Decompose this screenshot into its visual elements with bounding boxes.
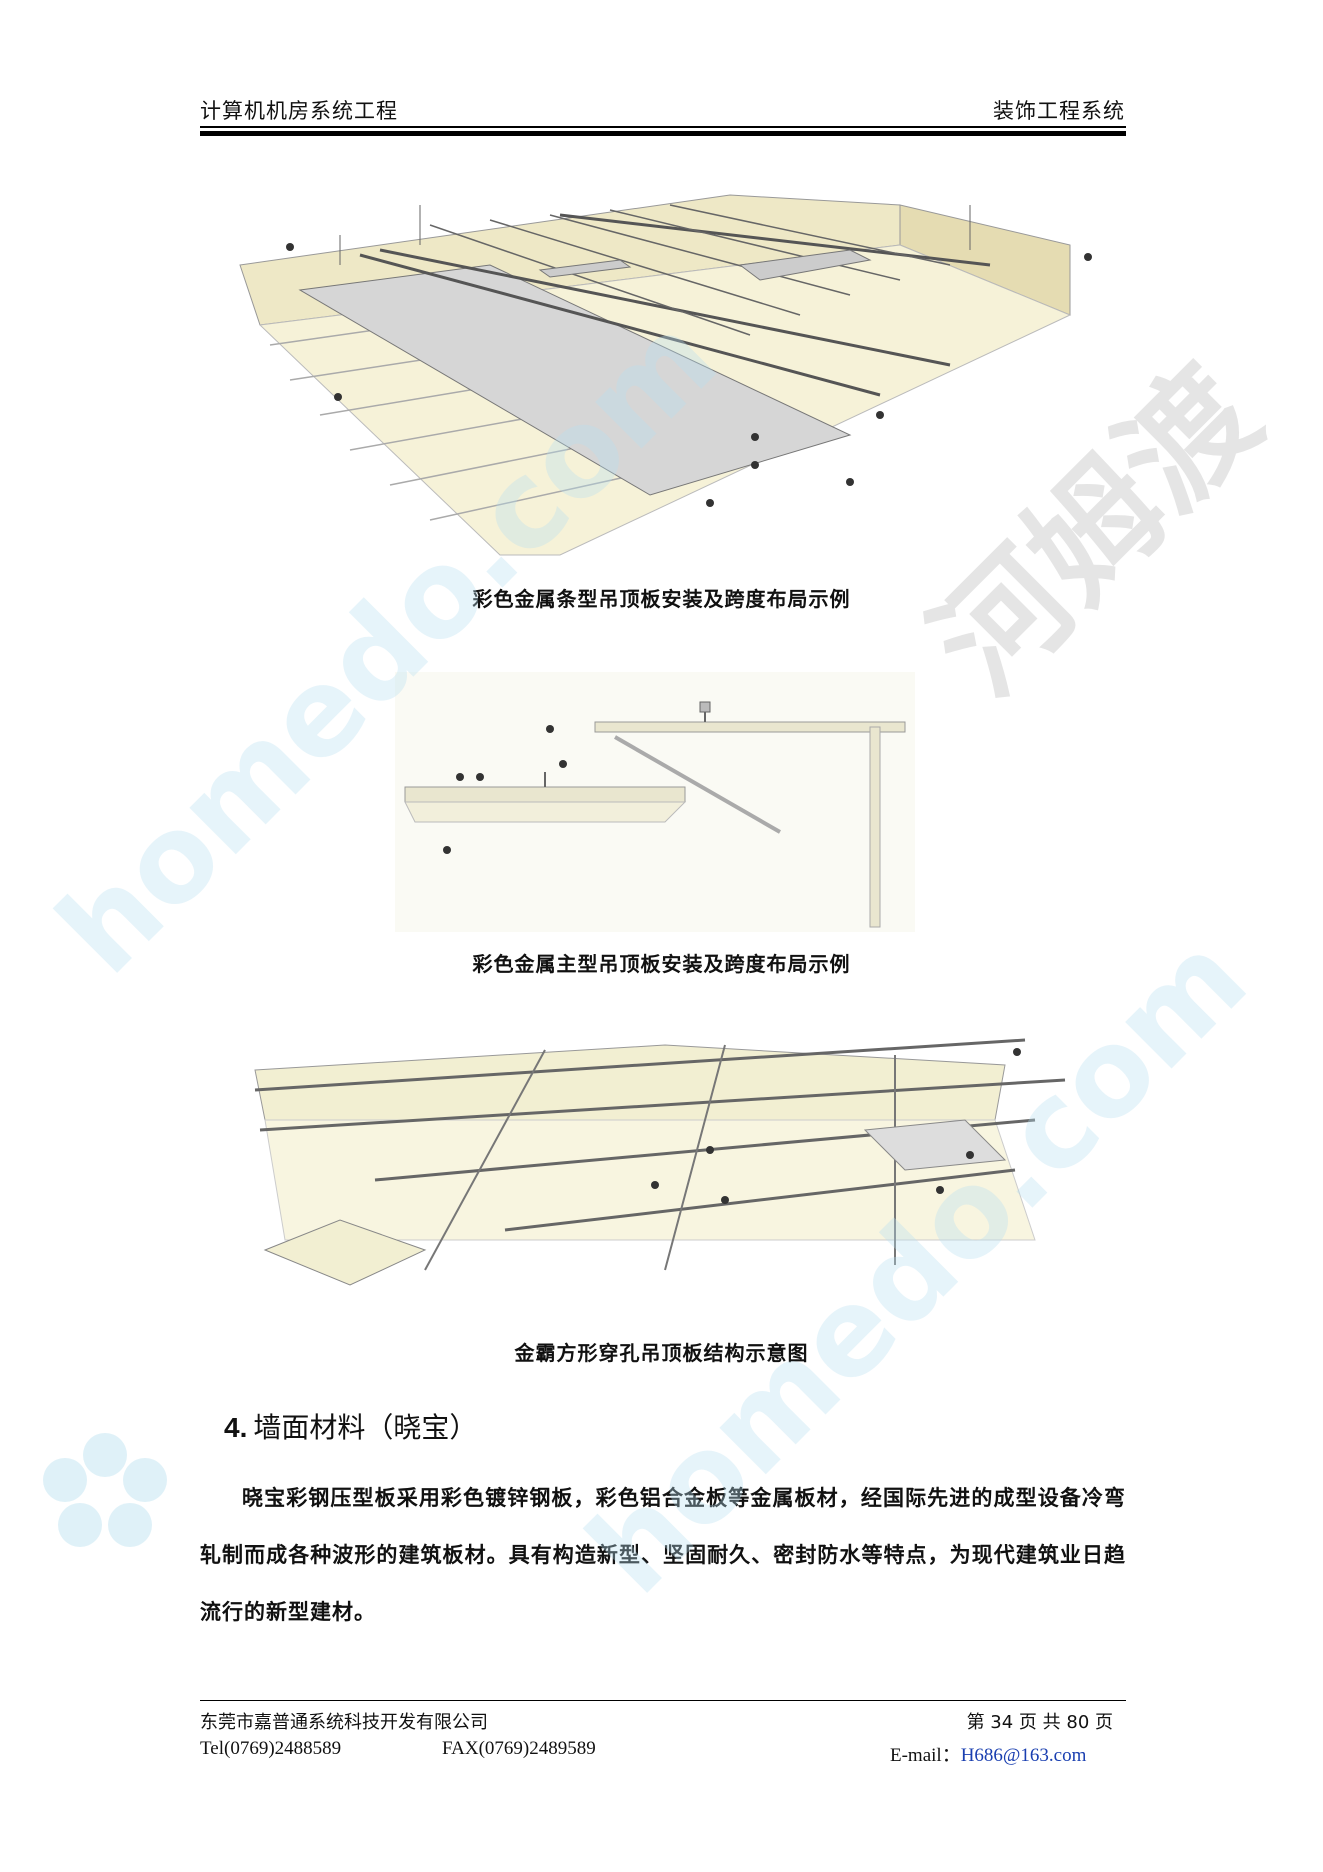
section-paragraph: 晓宝彩钢压型板采用彩色镀锌钢板，彩色铝合金板等金属板材，经国际先进的成型设备冷弯… — [200, 1470, 1126, 1641]
section-title-text: 墙面材料（晓宝） — [253, 1411, 478, 1444]
header-rule-thin — [200, 126, 1126, 128]
footer-tel: Tel(0769)2488589 — [200, 1738, 342, 1759]
header-right-title: 装饰工程系统 — [993, 99, 1125, 123]
footer-fax: FAX(0769)2489589 — [442, 1738, 596, 1759]
figure-main-ceiling-diagram — [395, 672, 915, 932]
footer-company: 东莞市嘉普通系统科技开发有限公司 — [200, 1712, 488, 1733]
figure-square-panel-diagram — [254, 1038, 1066, 1286]
figure-1-caption: 彩色金属条型吊顶板安装及跨度布局示例 — [472, 587, 851, 611]
watermark-flower-icon — [43, 1433, 167, 1547]
section-heading: 4.墙面材料（晓宝） — [224, 1406, 477, 1446]
footer-email-link[interactable]: H686@163.com — [960, 1745, 1087, 1766]
figure-3-caption: 金霸方形穿孔吊顶板结构示意图 — [514, 1341, 809, 1365]
section-number: 4. — [224, 1412, 248, 1443]
footer-page-number: 第 34 页 共 80 页 — [966, 1712, 1113, 1733]
paragraph-text: 晓宝彩钢压型板采用彩色镀锌钢板，彩色铝合金板等金属板材，经国际先进的成型设备冷弯… — [200, 1486, 1126, 1624]
figure-2-caption: 彩色金属主型吊顶板安装及跨度布局示例 — [472, 952, 851, 976]
figure-strip-ceiling-diagram — [239, 194, 1092, 556]
header-rule-thick — [200, 131, 1126, 136]
footer-email: E-mail：H686@163.com — [890, 1740, 1086, 1767]
footer-rule — [200, 1700, 1126, 1701]
footer-email-label: E-mail： — [890, 1745, 961, 1766]
header-left-title: 计算机机房系统工程 — [200, 99, 398, 123]
